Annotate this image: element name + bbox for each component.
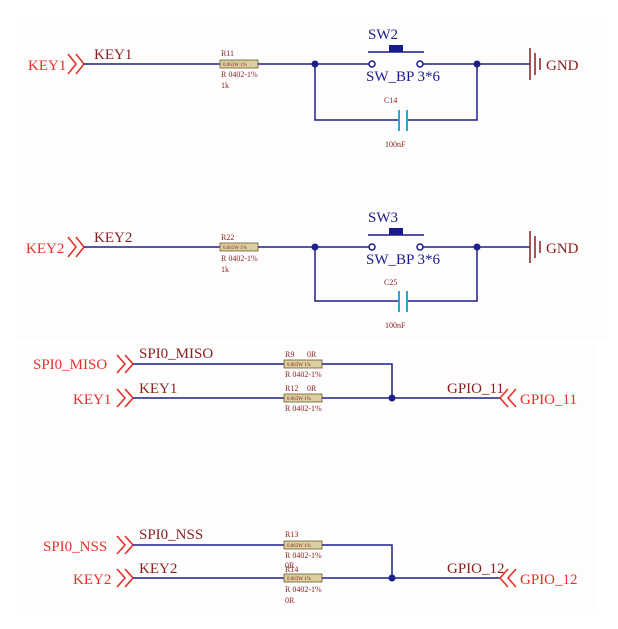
r12-package: R 0402-1% (285, 404, 322, 413)
r14-value: 0R (285, 596, 295, 605)
key2-port-arrow (67, 236, 86, 258)
key1-port-label: KEY1 (73, 392, 111, 408)
gpio11-net-label: GPIO_11 (447, 381, 504, 397)
gpio11-port-arrow (498, 388, 517, 408)
c14-right-wire (408, 64, 478, 121)
gnd-symbol (529, 231, 541, 263)
r14-rating: 0.063W 1% (287, 577, 311, 582)
sw2-switch (368, 45, 424, 68)
c14-left-wire (314, 64, 398, 121)
key1-port-arrow (116, 388, 135, 408)
c25-ref: C25 (384, 278, 397, 287)
spi0-miso-port-label: SPI0_MISO (33, 357, 107, 373)
gpio12-net-label: GPIO_12 (447, 561, 505, 577)
sw3-switch (368, 228, 424, 251)
key2-port-arrow (116, 568, 135, 588)
sw3-ref: SW3 (368, 210, 398, 226)
r11-ref: R11 (221, 49, 234, 58)
sw2-part: SW_BP 3*6 (366, 69, 441, 85)
spi0-miso-net-label: SPI0_MISO (139, 346, 213, 362)
r11-value: 1k (221, 81, 229, 90)
r9-ref: R9 (285, 350, 294, 359)
r9-value: 0R (307, 350, 317, 359)
gnd-label: GND (546, 241, 579, 257)
c14-capacitor (398, 110, 408, 131)
key2-port-label: KEY2 (26, 241, 64, 257)
junction-dot (388, 574, 396, 582)
sw3-part: SW_BP 3*6 (366, 252, 441, 268)
key2-net-label: KEY2 (94, 230, 132, 246)
schematic-panel-bottom (16, 344, 596, 614)
key1-port-arrow (67, 53, 86, 75)
key2-net-label: KEY2 (139, 561, 177, 577)
r14-overlap-value: 0R (285, 561, 295, 570)
junction-dot (388, 394, 396, 402)
r9-rating: 0.063W 1% (287, 363, 311, 368)
c14-ref: C14 (384, 96, 397, 105)
r13-ref: R13 (285, 530, 298, 539)
spi0-miso-port-arrow (116, 354, 135, 374)
c25-left-wire (314, 247, 398, 302)
schematic-panel-top (16, 18, 608, 340)
spi0-nss-net-label: SPI0_NSS (139, 527, 203, 543)
r12-ref: R12 (285, 384, 298, 393)
key2-circuit: KEY2 KEY2 R22 0.063W 1% R 0402-1% 1k SW3… (26, 210, 579, 330)
r22-package: R 0402-1% (221, 254, 258, 263)
r11-rating: 0.063W 1% (223, 63, 247, 68)
r22-ref: R22 (221, 233, 234, 242)
gnd-symbol (529, 48, 541, 80)
r13-rating: 0.063W 1% (287, 544, 311, 549)
r13-out-wire (322, 544, 393, 578)
r22-value: 1k (221, 265, 229, 274)
gpio11-port-label: GPIO_11 (520, 392, 577, 408)
sw2-ref: SW2 (368, 27, 398, 43)
key1-net-label: KEY1 (94, 47, 132, 63)
r22-rating: 0.063W 1% (223, 246, 247, 251)
key1-net-label: KEY1 (139, 381, 177, 397)
r9-out-wire (322, 363, 393, 398)
spi0-nss-port-label: SPI0_NSS (43, 539, 107, 555)
key1-port-label: KEY1 (28, 58, 66, 74)
r9-package: R 0402-1% (285, 370, 322, 379)
key1-circuit: KEY1 KEY1 R11 0.063W 1% R 0402-1% 1k SW2… (28, 27, 579, 149)
gpio12-mux: SPI0_NSS SPI0_NSS R13 0.063W 1% R 0402-1… (43, 527, 578, 605)
spi0-nss-port-arrow (116, 535, 135, 555)
gnd-label: GND (546, 58, 579, 74)
r14-ref: R14 (285, 565, 298, 574)
gpio12-port-arrow (498, 568, 517, 588)
key2-port-label: KEY2 (73, 572, 111, 588)
c14-value: 100nF (385, 140, 406, 149)
r11-package: R 0402-1% (221, 70, 258, 79)
gpio11-mux: SPI0_MISO SPI0_MISO R9 0R 0.063W 1% R 04… (33, 346, 577, 413)
r12-value: 0R (307, 384, 317, 393)
r14-package: R 0402-1% (285, 585, 322, 594)
gpio12-port-label: GPIO_12 (520, 572, 578, 588)
r12-rating: 0.063W 1% (287, 397, 311, 402)
r13-package: R 0402-1% (285, 551, 322, 560)
c25-value: 100nF (385, 321, 406, 330)
c25-right-wire (408, 247, 478, 302)
c25-capacitor (398, 291, 408, 312)
